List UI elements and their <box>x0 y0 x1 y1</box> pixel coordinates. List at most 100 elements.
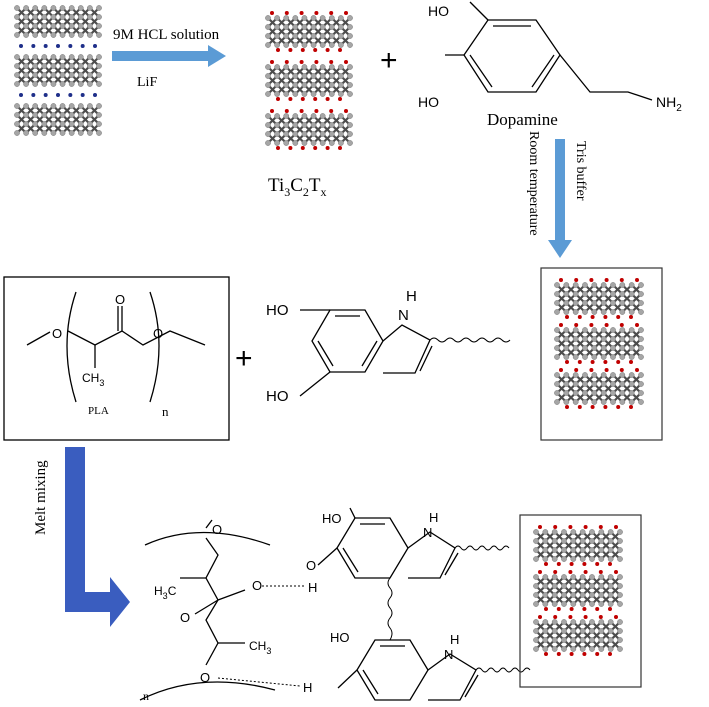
surface-group <box>590 315 595 319</box>
surface-group <box>598 525 603 529</box>
composite-h3c: H3C <box>154 584 177 601</box>
surface-group <box>635 278 639 282</box>
composite-o-3: O <box>180 610 190 625</box>
surface-group <box>344 109 348 113</box>
mxene-layer <box>14 103 102 136</box>
surface-group <box>338 97 342 101</box>
mxene-layer <box>554 372 644 405</box>
mxene-stack-intercalated <box>14 5 102 136</box>
step-melt-mixing: Melt mixing <box>33 460 49 535</box>
surface-group <box>590 405 595 409</box>
surface-group <box>284 109 289 113</box>
mxene-layer <box>14 54 102 87</box>
intercalant-ion <box>43 44 48 48</box>
composite-n: n <box>143 689 149 703</box>
surface-group <box>589 278 594 282</box>
intercalant-ion <box>80 93 85 97</box>
frame-pla <box>3 276 230 441</box>
intercalant-ion <box>93 93 97 97</box>
intercalant-ion <box>31 44 36 48</box>
composite-o-5: O <box>306 558 316 573</box>
mxene-layer <box>533 529 623 562</box>
composite-structure <box>139 507 531 701</box>
mxene-layer <box>14 5 102 38</box>
surface-group <box>635 323 639 327</box>
arrow-etching <box>112 45 226 67</box>
surface-group <box>276 97 280 101</box>
surface-group <box>300 146 305 150</box>
frame-mxene-1 <box>540 267 663 441</box>
surface-group <box>614 570 618 574</box>
intercalant-ion <box>19 44 23 48</box>
surface-group <box>619 368 624 372</box>
pla-structure <box>26 291 206 403</box>
pla-ch3: CH3 <box>82 371 104 388</box>
surface-group <box>616 360 621 364</box>
surface-group <box>325 146 330 150</box>
surface-group <box>313 97 318 101</box>
reagent-hcl: 9M HCL solution <box>113 27 220 43</box>
plus-sign-2: + <box>235 342 253 375</box>
surface-group <box>299 60 304 64</box>
composite-h-2: H <box>303 680 312 695</box>
arrow-melt-mixing <box>65 447 130 627</box>
surface-group <box>556 652 561 656</box>
intercalant-ion <box>93 44 97 48</box>
pda-ho-top: HO <box>266 302 289 319</box>
surface-group <box>538 525 542 529</box>
surface-group <box>583 615 588 619</box>
surface-group <box>300 97 305 101</box>
surface-group <box>276 48 280 52</box>
surface-group <box>608 562 612 566</box>
surface-group <box>604 278 609 282</box>
surface-group <box>629 315 633 319</box>
surface-group <box>589 323 594 327</box>
frame-mxene-2 <box>519 514 642 688</box>
surface-group <box>559 278 563 282</box>
surface-group <box>559 323 563 327</box>
composite-nh-h-2: H <box>450 632 459 647</box>
composite-o-4: O <box>200 670 210 685</box>
surface-group <box>553 525 558 529</box>
surface-group <box>270 60 274 64</box>
surface-group <box>590 360 595 364</box>
surface-group <box>270 109 274 113</box>
surface-group <box>329 11 334 15</box>
intercalant-ion <box>56 44 60 48</box>
surface-group <box>582 562 587 566</box>
composite-h-1: H <box>308 580 317 595</box>
pla-o-1: O <box>52 326 62 341</box>
pla-name: PLA <box>88 405 109 417</box>
surface-group <box>616 315 621 319</box>
surface-group <box>344 11 348 15</box>
intercalant-ion <box>19 93 23 97</box>
surface-group <box>616 405 621 409</box>
composite-n-1: N <box>423 525 432 540</box>
composite-o-1: O <box>212 522 222 537</box>
surface-group <box>338 146 342 150</box>
surface-group <box>595 607 600 611</box>
surface-group <box>589 368 594 372</box>
intercalant-ion <box>68 44 73 48</box>
composite-n-2: N <box>444 647 453 662</box>
surface-group <box>538 570 542 574</box>
pla-o-3: O <box>153 326 163 341</box>
dopamine-ho-top: HO <box>428 3 449 19</box>
surface-group <box>556 607 561 611</box>
surface-group <box>603 360 608 364</box>
composite-ch3: CH3 <box>249 639 271 656</box>
composite-o-2: O <box>252 578 262 593</box>
surface-group <box>603 315 608 319</box>
surface-group <box>329 60 334 64</box>
surface-group <box>635 368 639 372</box>
mxene-stack-framed-1 <box>554 278 644 409</box>
surface-group <box>603 405 608 409</box>
surface-group <box>553 615 558 619</box>
surface-group <box>583 525 588 529</box>
intercalant-ion <box>56 93 60 97</box>
pda-nh-h: H <box>406 288 417 305</box>
arrow-polymerization <box>548 139 572 258</box>
mxene-layer <box>554 282 644 315</box>
